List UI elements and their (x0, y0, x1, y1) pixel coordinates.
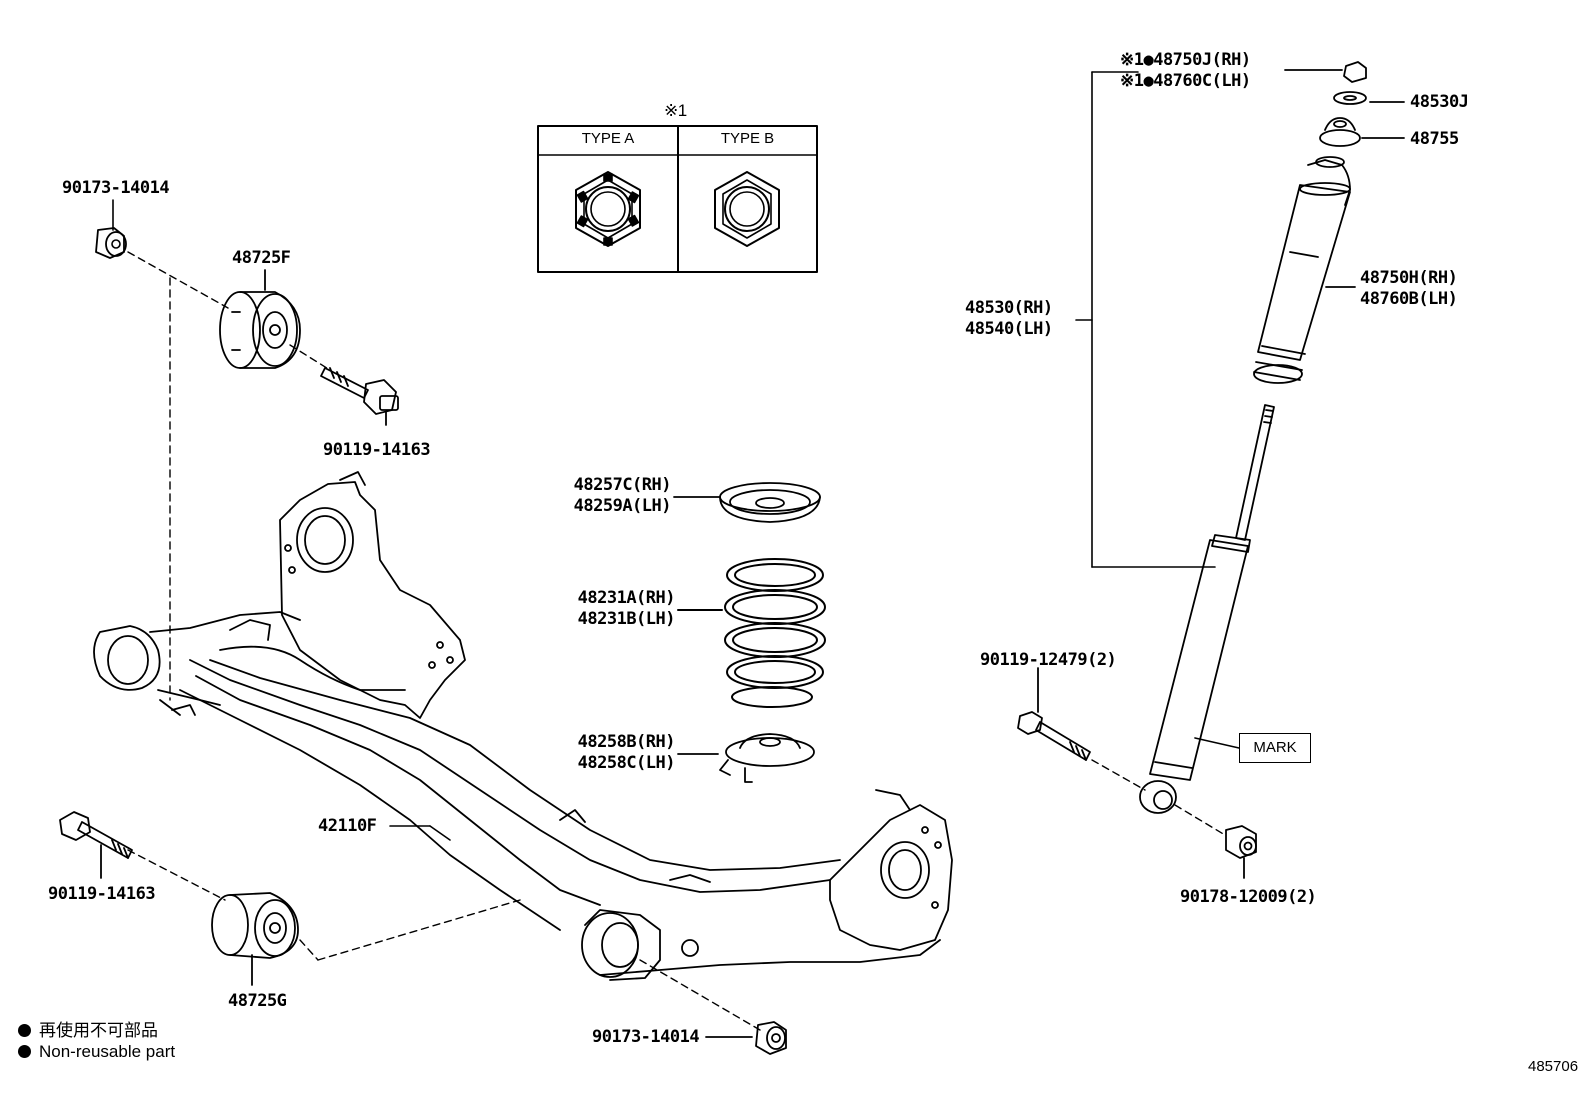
axle-beam-leader (389, 825, 451, 841)
mark-leader (1194, 737, 1240, 749)
spring-seat-lower-icon (677, 733, 815, 783)
coil-spring-icon (677, 558, 826, 708)
shock-nut-icon (1225, 825, 1257, 879)
legend-row-en: Non-reusable part (18, 1042, 175, 1062)
legend-jp-text: 再使用不可部品 (39, 1021, 158, 1040)
label-upper-support: 48755 (1410, 129, 1459, 149)
label-nut-bottom: 90173-14014 (592, 1027, 700, 1047)
bullet-icon (18, 1024, 31, 1037)
nut-bottom-icon (705, 1021, 787, 1055)
label-axle-beam: 42110F (318, 816, 377, 836)
shock-bracket-lines (1075, 71, 1216, 568)
type-a-header: TYPE A (581, 130, 635, 147)
label-spring-seat-upper-rh: 48257C(RH) (573, 475, 672, 495)
washer-icon (1333, 91, 1405, 105)
bolt-upper-icon (320, 367, 399, 426)
axle-beam-icon (93, 471, 953, 981)
bullet-icon (18, 1045, 31, 1058)
label-shock-assembly: 48530(RH) 48540(LH) (965, 298, 1053, 340)
legend-en-text: Non-reusable part (39, 1042, 176, 1061)
type-table-frame (537, 125, 818, 273)
label-shock-assembly-lh: 48540(LH) (965, 319, 1053, 339)
label-coil-spring-rh: 48231A(RH) (577, 588, 676, 608)
label-spring-seat-upper-lh: 48259A(LH) (573, 496, 672, 516)
label-coil-spring-lh: 48231B(LH) (577, 609, 676, 629)
shock-bolt-icon (1017, 667, 1091, 761)
label-washer: 48530J (1410, 92, 1469, 112)
label-bolt-lower: 90119-14163 (48, 884, 156, 904)
bushing-lower-icon (211, 892, 299, 986)
upper-support-icon (1319, 117, 1405, 147)
label-shock-bolt: 90119-12479(2) (980, 650, 1117, 670)
label-dust-cover-lh: 48760B(LH) (1360, 289, 1458, 309)
label-cap-nut-rh: ※1●48750J(RH) (1120, 50, 1251, 70)
label-coil-spring: 48231A(RH) 48231B(LH) (550, 588, 676, 630)
label-spring-seat-lower-rh: 48258B(RH) (577, 732, 676, 752)
label-shock-assembly-rh: 48530(RH) (965, 298, 1053, 318)
type-b-header: TYPE B (720, 130, 775, 147)
label-dust-cover: 48750H(RH) 48760B(LH) (1360, 268, 1458, 310)
label-bushing-upper: 48725F (232, 248, 291, 268)
legend-row-jp: 再使用不可部品 (18, 1016, 158, 1041)
bolt-lower-icon (59, 811, 133, 879)
label-spring-seat-lower-lh: 48258C(LH) (577, 753, 676, 773)
label-cap-nut: ※1●48750J(RH) ※1●48760C(LH) (1120, 50, 1251, 92)
type-a-nut-icon (575, 171, 641, 247)
nut-top-left-icon (95, 199, 127, 259)
label-cap-nut-lh: ※1●48760C(LH) (1120, 71, 1251, 91)
figure-id: 485706 (1528, 1058, 1579, 1075)
label-spring-seat-lower: 48258B(RH) 48258C(LH) (550, 732, 676, 774)
label-bushing-lower: 48725G (228, 991, 287, 1011)
shock-absorber-icon (1139, 404, 1275, 814)
note-symbol: ※1 (664, 101, 687, 120)
type-b-nut-icon (714, 171, 780, 247)
label-shock-nut: 90178-12009(2) (1180, 887, 1317, 907)
dust-cover-icon (1253, 156, 1356, 384)
label-nut-top-left: 90173-14014 (62, 178, 170, 198)
cap-nut-icon (1284, 61, 1367, 83)
spring-seat-upper-icon (673, 482, 821, 523)
label-bolt-upper: 90119-14163 (323, 440, 431, 460)
label-dust-cover-rh: 48750H(RH) (1360, 268, 1458, 288)
mark-box: MARK (1239, 733, 1311, 763)
bushing-upper-icon (219, 269, 301, 369)
label-spring-seat-upper: 48257C(RH) 48259A(LH) (545, 475, 672, 517)
